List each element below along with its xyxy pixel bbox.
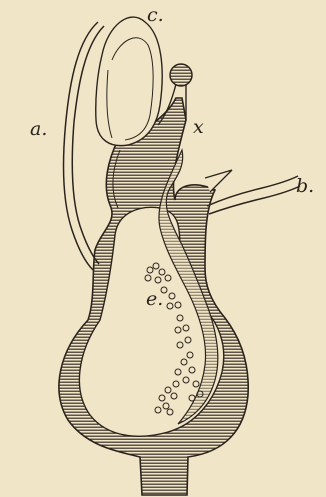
label-a: a.	[30, 120, 47, 139]
label-b: b.	[296, 177, 314, 196]
spur-x	[205, 170, 232, 192]
label-x: x	[193, 118, 204, 137]
label-c: c.	[147, 6, 164, 25]
stalk-knob	[170, 64, 192, 86]
tube-a	[64, 22, 98, 270]
label-e: e.	[146, 290, 163, 309]
cap-c	[96, 17, 162, 146]
